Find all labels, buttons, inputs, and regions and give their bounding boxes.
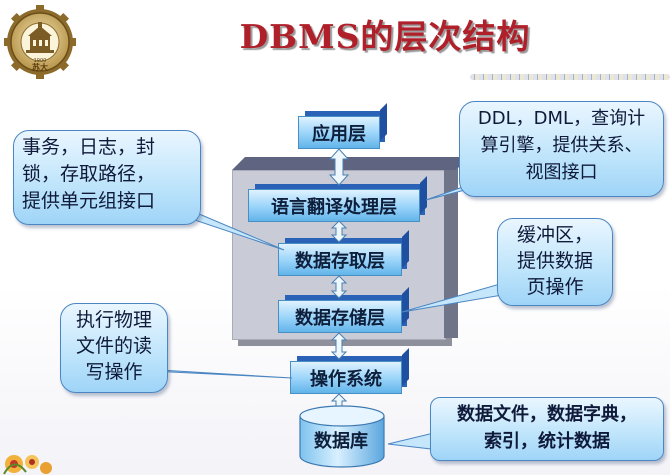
callout-line: 视图接口 bbox=[525, 162, 598, 183]
storage-layer-label: 数据存储层 bbox=[295, 307, 385, 329]
callout-line: 事务，日志，封 bbox=[22, 136, 156, 158]
callout-line: 文件的读 bbox=[75, 335, 152, 357]
callout-line: 页操作 bbox=[526, 276, 584, 298]
svg-text:苏大: 苏大 bbox=[32, 62, 48, 72]
callout-line: 索引，统计数据 bbox=[484, 431, 610, 452]
callout-line: 算引擎，提供关系、 bbox=[480, 135, 643, 156]
title-underline-decoration bbox=[470, 74, 670, 80]
callout-line: 提供单元组接口 bbox=[22, 190, 156, 212]
app-layer-box: 应用层 bbox=[298, 116, 380, 149]
callout-line: 执行物理 bbox=[75, 309, 152, 331]
double-arrow-icon bbox=[330, 275, 348, 299]
lang-layer-label: 语言翻译处理层 bbox=[271, 196, 397, 218]
lang-layer-box: 语言翻译处理层 bbox=[248, 189, 420, 222]
callout-storage-layer: 缓冲区， 提供数据 页操作 bbox=[497, 218, 613, 306]
os-layer-box: 操作系统 bbox=[290, 361, 402, 394]
page-title: DBMS的层次结构 bbox=[239, 17, 531, 56]
callout-line: 锁，存取路径， bbox=[22, 163, 156, 185]
university-seal-icon: 苏大 1900 bbox=[3, 4, 77, 80]
app-layer-label: 应用层 bbox=[312, 123, 366, 145]
dbms-core-block-side bbox=[444, 158, 458, 338]
callout-access-layer: 事务，日志，封 锁，存取路径， 提供单元组接口 bbox=[13, 130, 201, 225]
flower-decoration-icon bbox=[3, 455, 52, 475]
double-arrow-icon bbox=[330, 220, 348, 243]
callout-line: 写操作 bbox=[85, 361, 143, 383]
svg-text:1900: 1900 bbox=[34, 58, 47, 64]
storage-layer-box: 数据存储层 bbox=[278, 300, 402, 333]
access-layer-box: 数据存取层 bbox=[278, 243, 402, 276]
double-arrow-icon bbox=[328, 148, 350, 186]
callout-line: 缓冲区， bbox=[516, 224, 593, 246]
callout-os-layer: 执行物理 文件的读 写操作 bbox=[60, 303, 168, 393]
os-layer-label: 操作系统 bbox=[310, 368, 382, 390]
callout-line: DDL，DML，查询计 bbox=[477, 108, 646, 129]
callout-lang-layer: DDL，DML，查询计 算引擎，提供关系、 视图接口 bbox=[459, 101, 664, 197]
access-layer-label: 数据存取层 bbox=[295, 250, 385, 272]
db-layer-label: 数据库 bbox=[314, 431, 368, 452]
double-arrow-icon bbox=[330, 332, 348, 360]
callout-database: 数据文件，数据字典， 索引，统计数据 bbox=[430, 397, 664, 461]
callout-line: 数据文件，数据字典， bbox=[457, 404, 637, 425]
callout-line: 提供数据 bbox=[516, 250, 593, 272]
database-cylinder-icon bbox=[299, 405, 385, 468]
